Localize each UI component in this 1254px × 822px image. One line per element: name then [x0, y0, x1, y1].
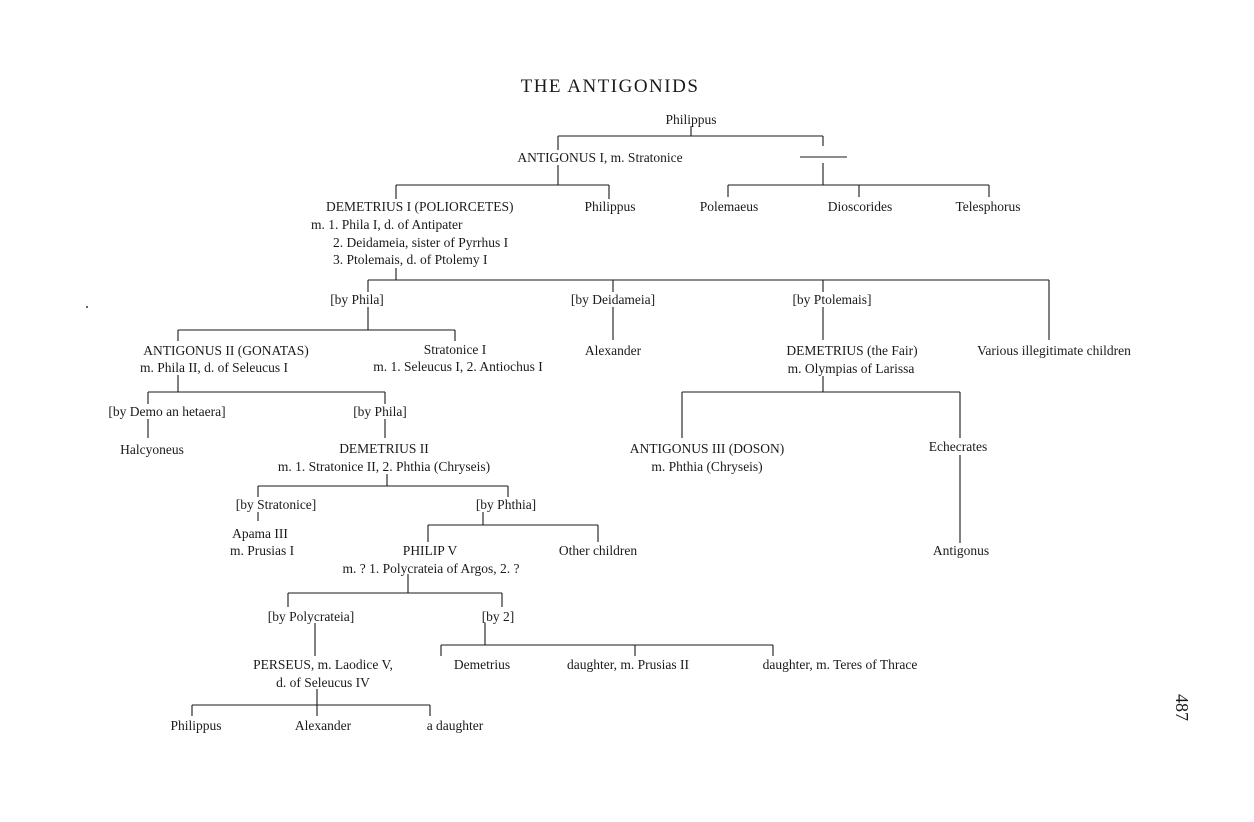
person-antigonus-son: Antigonus — [932, 543, 990, 558]
person-antigonus-1: ANTIGONUS I, m. Stratonice — [517, 150, 683, 165]
demetrius-1-marriage-1: m. 1. Phila I, d. of Antipater — [311, 217, 463, 232]
person-daughter-prusias: daughter, m. Prusias II — [566, 657, 690, 672]
stratonice-1-marriage: m. 1. Seleucus I, 2. Antiochus I — [373, 359, 543, 374]
demetrius-2-marriage: m. 1. Stratonice II, 2. Phthia (Chryseis… — [277, 459, 491, 474]
line-demetrius-fair — [681, 376, 961, 438]
line-by-phthia — [427, 512, 599, 542]
line-perseus — [191, 689, 431, 716]
philip-5-marriage: m. ? 1. Polycrateia of Argos, 2. ? — [342, 561, 520, 576]
label-by-2: [by 2] — [481, 609, 515, 624]
person-demetrius-the-fair: DEMETRIUS (the Fair) — [786, 343, 918, 358]
label-by-deidameia: [by Deidameia] — [570, 292, 656, 307]
label-by-polycrateia: [by Polycrateia] — [267, 609, 355, 624]
demetrius-1-marriage-2: 2. Deidameia, sister of Pyrrhus I — [333, 235, 509, 250]
person-demetrius-1: DEMETRIUS I (POLIORCETES) — [326, 199, 514, 214]
line-philippus — [557, 126, 824, 150]
person-demetrius-son: Demetrius — [453, 657, 511, 672]
person-a-daughter: a daughter — [426, 718, 484, 733]
person-telesphorus: Telesphorus — [955, 199, 1021, 214]
person-antigonus-3: ANTIGONUS III (DOSON) — [629, 441, 785, 456]
person-alexander: Alexander — [584, 343, 642, 358]
perseus-parentage: d. of Seleucus IV — [276, 675, 370, 690]
person-alexander-last: Alexander — [294, 718, 352, 733]
person-stratonice-1: Stratonice I — [423, 342, 487, 357]
demetrius-the-fair-marriage: m. Olympias of Larissa — [787, 361, 915, 376]
line-demetrius1 — [367, 268, 1050, 340]
label-by-phthia: [by Phthia] — [475, 497, 537, 512]
apama-3-marriage: m. Prusias I — [229, 543, 295, 558]
person-halcyoneus: Halcyoneus — [120, 442, 184, 457]
person-polemaeus: Polemaeus — [699, 199, 759, 214]
person-apama-3: Apama III — [232, 526, 288, 541]
person-other-children: Other children — [558, 543, 638, 558]
page-number: 487 — [1172, 694, 1192, 721]
line-demetrius2 — [257, 474, 509, 497]
line-antigonus2 — [147, 375, 386, 404]
person-various-illegitimate-children: Various illegitimate children — [977, 343, 1131, 358]
demetrius-1-marriage-3: 3. Ptolemais, d. of Ptolemy I — [333, 252, 488, 267]
person-perseus: PERSEUS, m. Laodice V, — [253, 657, 393, 672]
person-philippus-top: Philippus — [665, 112, 717, 127]
person-echecrates: Echecrates — [928, 439, 988, 454]
person-philippus-last: Philippus — [170, 718, 222, 733]
label-by-demo: [by Demo an hetaera] — [108, 404, 226, 419]
line-by-2 — [440, 623, 774, 656]
label-by-stratonice: [by Stratonice] — [235, 497, 317, 512]
label-by-phila-2: [by Phila] — [353, 404, 407, 419]
line-unnamed-children — [727, 163, 990, 197]
person-philip-5: PHILIP V — [402, 543, 458, 558]
line-philip5 — [287, 574, 503, 607]
page-title: THE ANTIGONIDS — [520, 76, 700, 97]
antigonus-2-marriage: m. Phila II, d. of Seleucus I — [139, 360, 289, 375]
person-philippus-son: Philippus — [584, 199, 636, 214]
line-by-phila — [177, 307, 456, 341]
person-daughter-teres: daughter, m. Teres of Thrace — [762, 657, 918, 672]
person-antigonus-2: ANTIGONUS II (GONATAS) — [143, 343, 309, 358]
label-by-phila: [by Phila] — [330, 292, 384, 307]
stray-dot — [86, 306, 88, 308]
line-antigonus1 — [395, 165, 610, 199]
person-demetrius-2: DEMETRIUS II — [339, 441, 429, 456]
antigonus-3-marriage: m. Phthia (Chryseis) — [651, 459, 763, 474]
person-dioscorides: Dioscorides — [827, 199, 893, 214]
label-by-ptolemais: [by Ptolemais] — [792, 292, 872, 307]
